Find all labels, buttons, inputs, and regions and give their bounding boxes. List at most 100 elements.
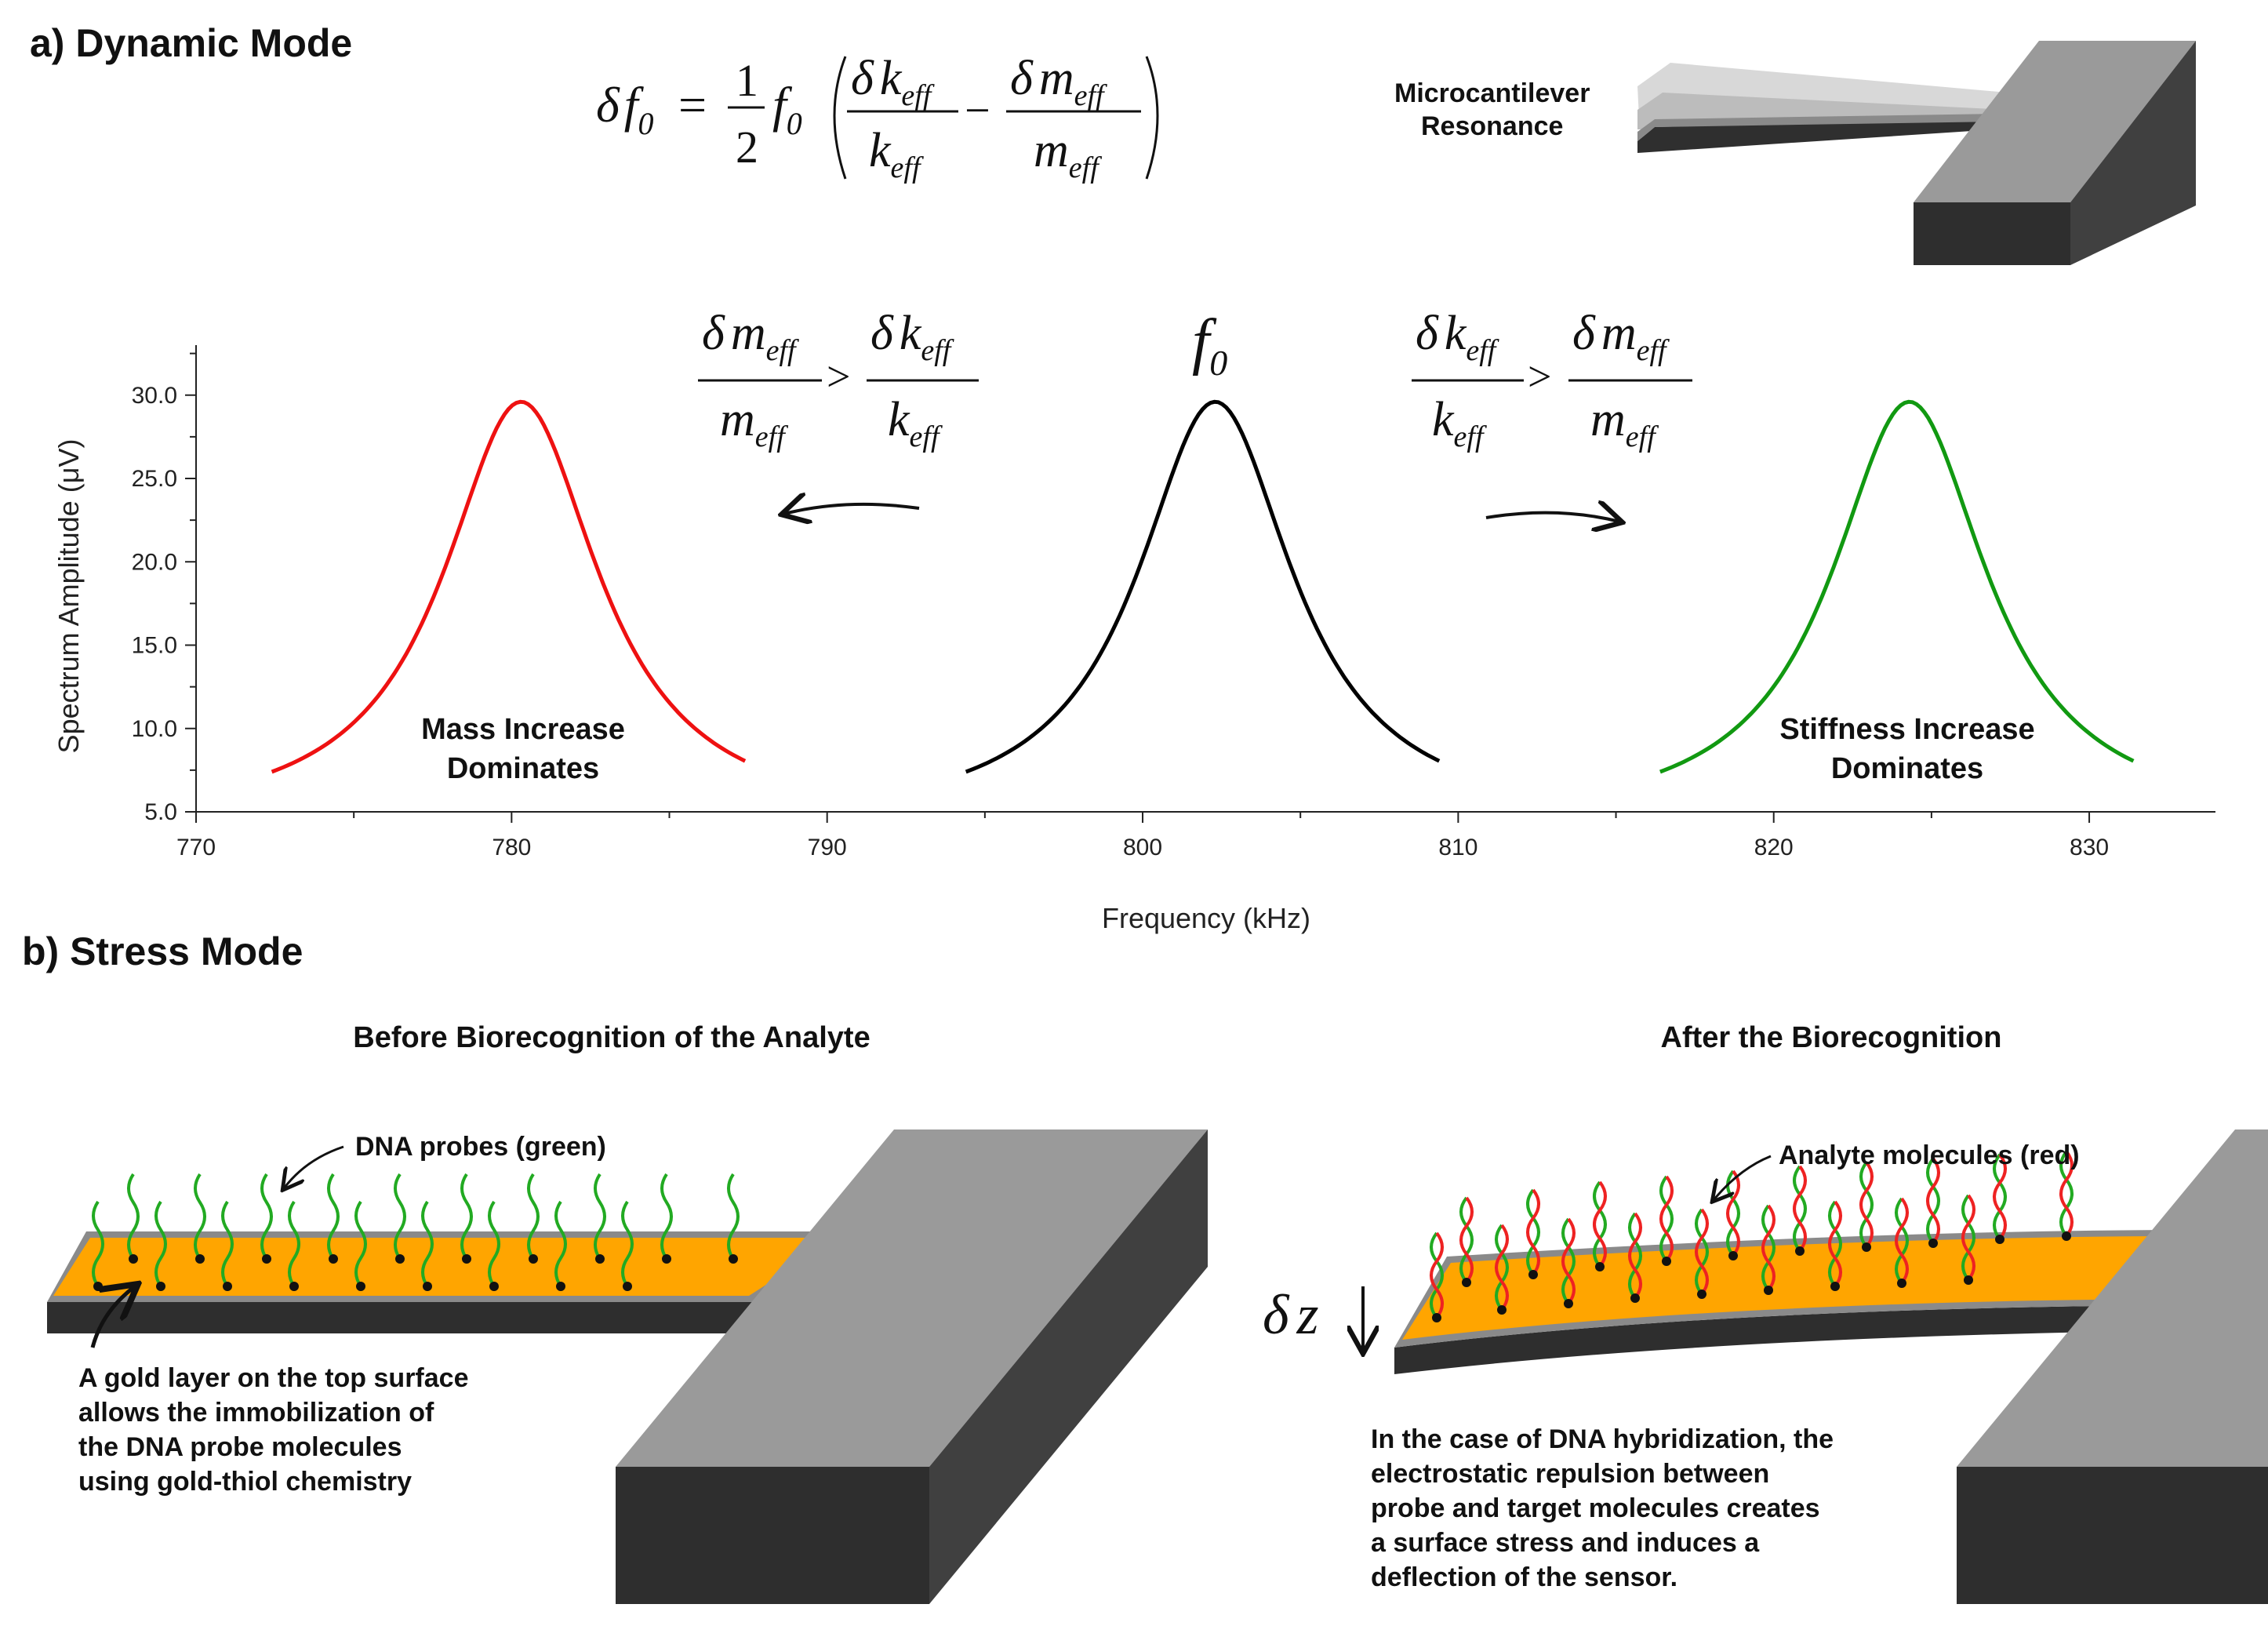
- x-tick-label: 820: [1754, 835, 1794, 860]
- thiol-anchor-dot: [1462, 1278, 1471, 1287]
- dna-hybrid-molecules-after: [1430, 1150, 2074, 1322]
- thiol-anchor-dot: [1897, 1279, 1906, 1288]
- thiol-anchor-dot: [462, 1254, 471, 1264]
- hybrid-probe-strand: [1628, 1212, 1642, 1300]
- left-peak-label-line2: Dominates: [447, 752, 599, 785]
- hybrid-probe-strand: [1895, 1197, 1909, 1285]
- svg-text:=: =: [678, 77, 707, 133]
- hybrid-analyte-strand: [1561, 1217, 1576, 1305]
- svg-text:In the case of DNA hybridizati: In the case of DNA hybridization, the: [1371, 1424, 1834, 1454]
- gold-layer-before: [53, 1238, 839, 1296]
- thiol-anchor-dot: [93, 1282, 103, 1291]
- thiol-anchor-dot: [1497, 1305, 1507, 1315]
- hybrid-analyte-strand: [1526, 1188, 1540, 1276]
- thiol-anchor-dot: [1432, 1313, 1441, 1322]
- y-tick-label: 20.0: [132, 549, 177, 575]
- svg-text:δf0: δf0: [596, 77, 654, 141]
- dna-probes-pointer-arrow: [284, 1145, 344, 1188]
- thiol-anchor-dot: [1728, 1251, 1738, 1260]
- thiol-anchor-dot: [423, 1282, 432, 1291]
- svg-text:−: −: [965, 85, 990, 136]
- hybrid-probe-strand: [1561, 1217, 1576, 1305]
- svg-text:keff: keff: [1432, 393, 1487, 453]
- dna-probe-strand: [421, 1200, 434, 1288]
- dna-probe-strand: [488, 1200, 500, 1288]
- right-peak-label-line2: Dominates: [1831, 752, 1983, 785]
- hybrid-probe-strand: [1926, 1157, 1940, 1245]
- svg-text:f0: f0: [772, 77, 802, 141]
- after-title: After the Biorecognition: [1661, 1021, 2002, 1054]
- dna-probe-strand: [354, 1200, 367, 1288]
- x-tick-label: 830: [2070, 835, 2109, 860]
- svg-text:allows the immobilization of: allows the immobilization of: [78, 1398, 434, 1428]
- cantilever-label-line1: Microcantilever: [1394, 78, 1590, 108]
- hybrid-analyte-strand: [1459, 1196, 1474, 1284]
- chart-axes: [195, 345, 2215, 813]
- hybrid-probe-strand: [1793, 1165, 1807, 1253]
- hybrid-probe-strand: [1526, 1188, 1540, 1276]
- hybrid-analyte-strand: [1593, 1180, 1607, 1268]
- dna-probe-strand: [194, 1173, 206, 1260]
- thiol-anchor-dot: [1795, 1246, 1805, 1256]
- thiol-anchor-dot: [195, 1254, 205, 1264]
- thiol-anchor-dot: [1862, 1242, 1871, 1252]
- svg-text:meff: meff: [720, 393, 788, 453]
- hybrid-probe-strand: [1859, 1161, 1874, 1249]
- thiol-anchor-dot: [662, 1254, 671, 1264]
- hybrid-analyte-strand: [1495, 1224, 1509, 1311]
- svg-text:>: >: [827, 353, 850, 400]
- thiol-anchor-dot: [623, 1282, 632, 1291]
- svg-text:a surface stress and induces a: a surface stress and induces a: [1371, 1528, 1760, 1558]
- dna-probe-strand: [554, 1200, 567, 1288]
- resonance-peak-1: [965, 399, 1441, 774]
- thiol-anchor-dot: [1662, 1257, 1671, 1266]
- y-tick-label: 15.0: [132, 633, 177, 659]
- thiol-anchor-dot: [1595, 1262, 1605, 1271]
- thiol-anchor-dot: [1630, 1293, 1640, 1303]
- hybrid-analyte-strand: [1695, 1208, 1709, 1296]
- hybrid-analyte-strand: [1430, 1231, 1444, 1319]
- svg-text:2: 2: [736, 122, 758, 173]
- svg-text:probe and target molecules cre: probe and target molecules creates: [1371, 1493, 1820, 1523]
- hybrid-probe-strand: [1828, 1200, 1842, 1288]
- hybrid-analyte-strand: [1895, 1197, 1909, 1285]
- svg-text:deflection of the sensor.: deflection of the sensor.: [1371, 1562, 1677, 1592]
- hybrid-probe-strand: [1993, 1153, 2007, 1241]
- hybrid-analyte-strand: [1793, 1165, 1807, 1253]
- thiol-anchor-dot: [262, 1254, 271, 1264]
- gold-layer-note: A gold layer on the top surface allows t…: [78, 1363, 468, 1497]
- x-tick-label: 800: [1123, 835, 1162, 860]
- cantilever-label-line2: Resonance: [1421, 111, 1563, 141]
- gold-layer-pointer-arrow: [90, 1286, 135, 1348]
- hybrid-probe-strand: [1761, 1204, 1776, 1292]
- svg-text:A gold layer on the top surfac: A gold layer on the top surface: [78, 1363, 468, 1393]
- dna-probe-strand: [288, 1200, 300, 1288]
- hybrid-probe-strand: [1695, 1208, 1709, 1296]
- thiol-anchor-dot: [289, 1282, 299, 1291]
- left-peak-label-line1: Mass Increase: [421, 713, 625, 746]
- thiol-anchor-dot: [1995, 1235, 2004, 1244]
- x-tick-label: 790: [808, 835, 847, 860]
- svg-text:meff: meff: [1034, 124, 1102, 184]
- thiol-anchor-dot: [1697, 1290, 1706, 1299]
- thiol-anchor-dot: [556, 1282, 565, 1291]
- hybrid-probe-strand: [1593, 1180, 1607, 1268]
- hybrid-analyte-strand: [1926, 1157, 1940, 1245]
- dna-probe-strand: [660, 1173, 673, 1260]
- svg-text:keff: keff: [869, 124, 924, 184]
- thiol-anchor-dot: [395, 1254, 405, 1264]
- before-title: Before Biorecognition of the Analyte: [353, 1021, 870, 1054]
- svg-text:electrostatic repulsion betwee: electrostatic repulsion between: [1371, 1459, 1769, 1489]
- y-tick-label: 30.0: [132, 383, 177, 409]
- svg-text:>: >: [1528, 353, 1551, 400]
- thiol-anchor-dot: [529, 1254, 538, 1264]
- hybrid-analyte-strand: [2059, 1150, 2074, 1238]
- dna-probe-strand: [92, 1200, 104, 1288]
- hybrid-probe-strand: [1961, 1194, 1975, 1282]
